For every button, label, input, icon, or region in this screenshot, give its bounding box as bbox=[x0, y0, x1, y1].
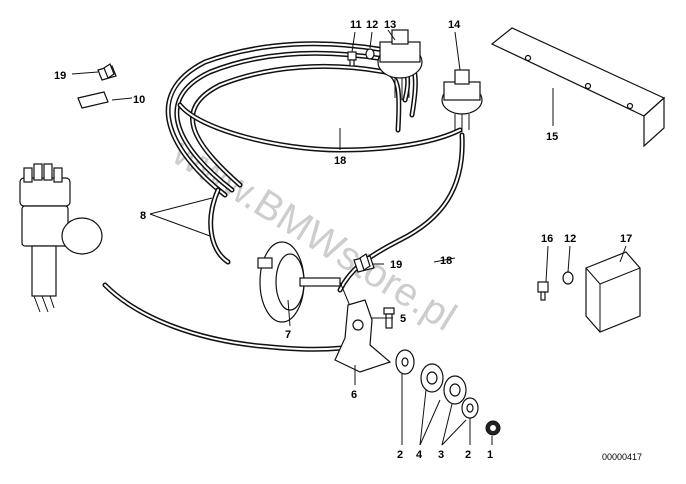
washer-12-right bbox=[562, 271, 574, 285]
screw-11 bbox=[347, 51, 357, 67]
callout-15: 15 bbox=[546, 131, 558, 143]
callout-2-right: 2 bbox=[465, 449, 471, 461]
vacuum-unit bbox=[257, 241, 356, 323]
callout-4: 4 bbox=[416, 449, 423, 461]
bolt bbox=[383, 307, 395, 329]
leader-lines bbox=[71, 29, 627, 446]
hose-clip-19-top bbox=[97, 63, 117, 81]
callout-18-mid: 18 bbox=[440, 255, 452, 267]
vacuum-hose-bundle bbox=[165, 41, 465, 293]
temperature-switch-13 bbox=[377, 29, 423, 100]
callout-8: 8 bbox=[140, 210, 146, 222]
callout-3: 3 bbox=[438, 449, 444, 461]
callout-19-top: 19 bbox=[54, 70, 66, 82]
screw-16 bbox=[537, 281, 549, 301]
callout-6: 6 bbox=[351, 389, 357, 401]
control-module-17 bbox=[585, 251, 641, 333]
callout-11: 11 bbox=[350, 19, 362, 31]
callout-10: 10 bbox=[133, 94, 145, 106]
distributor-hose bbox=[102, 282, 345, 352]
callout-12-right: 12 bbox=[564, 233, 576, 245]
temperature-switch-14 bbox=[441, 69, 483, 132]
callout-14: 14 bbox=[448, 19, 461, 31]
washer-12-top bbox=[365, 48, 375, 60]
rail-bracket-15 bbox=[490, 27, 666, 148]
callout-12-top: 12 bbox=[366, 19, 378, 31]
callout-19-mid: 19 bbox=[390, 259, 402, 271]
washer-stack bbox=[395, 349, 501, 436]
callout-1: 1 bbox=[487, 449, 493, 461]
callout-18-top: 18 bbox=[334, 155, 346, 167]
callout-2-left: 2 bbox=[397, 449, 403, 461]
callout-5: 5 bbox=[400, 313, 406, 325]
distributor bbox=[19, 163, 103, 313]
callout-7: 7 bbox=[285, 329, 291, 341]
callout-16: 16 bbox=[541, 233, 553, 245]
clip-10 bbox=[77, 91, 109, 109]
hose-clip-19-mid bbox=[353, 253, 375, 273]
drawing-code: 00000417 bbox=[602, 452, 642, 462]
callout-17: 17 bbox=[620, 233, 632, 245]
mounting-bracket bbox=[334, 299, 392, 373]
callout-13: 13 bbox=[384, 19, 396, 31]
